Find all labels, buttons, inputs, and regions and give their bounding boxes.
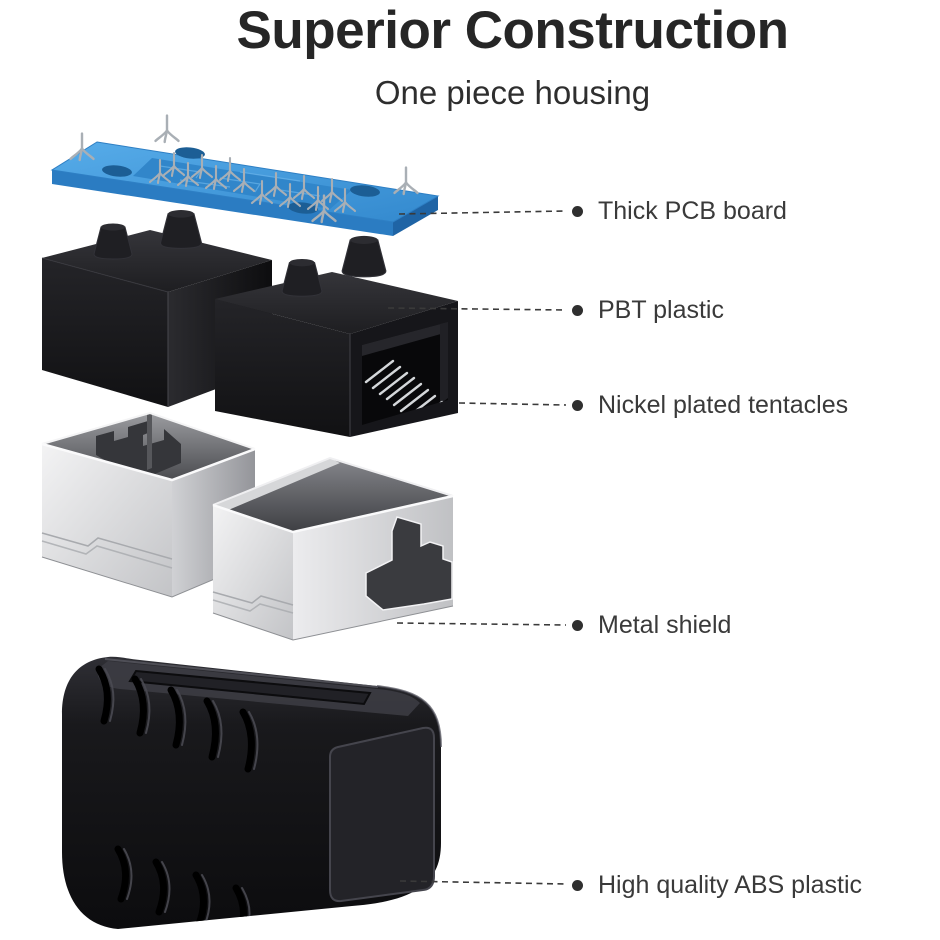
shield-back-cutout (96, 421, 181, 476)
metal-shield-left (41, 411, 256, 598)
callout-lines (387, 210, 567, 885)
metal-shield-right (212, 456, 454, 641)
callout-nickel: Nickel plated tentacles (572, 389, 848, 421)
bullet-dot (572, 879, 583, 891)
shield-inner-wall-highlight (213, 458, 340, 511)
coupler-grip-grooves (95, 665, 259, 929)
port-inner-wall (440, 322, 448, 404)
snap-post (341, 235, 387, 278)
snap-post (281, 258, 323, 297)
page-title: Superior Construction (236, 1, 789, 60)
callout-label: Nickel plated tentacles (598, 390, 849, 419)
bullet-dot (572, 399, 583, 411)
callout-label: Metal shield (598, 610, 732, 639)
shield-rj45-cutout (365, 516, 453, 611)
snap-post (93, 223, 133, 260)
housing-front-face (42, 258, 168, 407)
callout-abs: High quality ABS plastic (572, 869, 862, 901)
bullet-dot (572, 619, 583, 631)
callout-pcb: Thick PCB board (572, 195, 787, 227)
shield-seam (147, 413, 152, 470)
assembled-abs-coupler (62, 656, 442, 929)
coupler-port-panel (329, 726, 435, 903)
pcb-front-edge (52, 170, 393, 236)
bullet-dot (572, 205, 583, 217)
shield-score-line (41, 540, 173, 569)
callout-label: High quality ABS plastic (598, 870, 863, 899)
bullet-dot (572, 304, 583, 316)
callout-line-pcb (398, 210, 567, 215)
pcb-end-edge (393, 196, 438, 236)
callout-label: Thick PCB board (598, 196, 787, 225)
callout-line-shield (396, 622, 567, 626)
callout-label: PBT plastic (598, 295, 724, 324)
shield-score-line (41, 532, 173, 560)
callout-shield: Metal shield (572, 609, 731, 641)
shield-score-line (212, 591, 294, 606)
pcb-board (50, 114, 440, 236)
callout-line-nickel (458, 402, 567, 406)
callout-line-pbt (387, 307, 567, 311)
snap-post (159, 209, 203, 249)
page-subtitle: One piece housing (374, 74, 651, 111)
housing-top-face (215, 272, 458, 334)
pbt-housing-with-port (215, 235, 458, 437)
callout-pbt: PBT plastic (572, 294, 724, 326)
callout-line-abs (399, 880, 567, 885)
shield-score-line (212, 599, 294, 614)
shield-interior (213, 458, 453, 532)
pcb-corner-holes (102, 147, 380, 214)
housing-front-face (215, 299, 350, 437)
port-inner-lip (362, 322, 448, 356)
